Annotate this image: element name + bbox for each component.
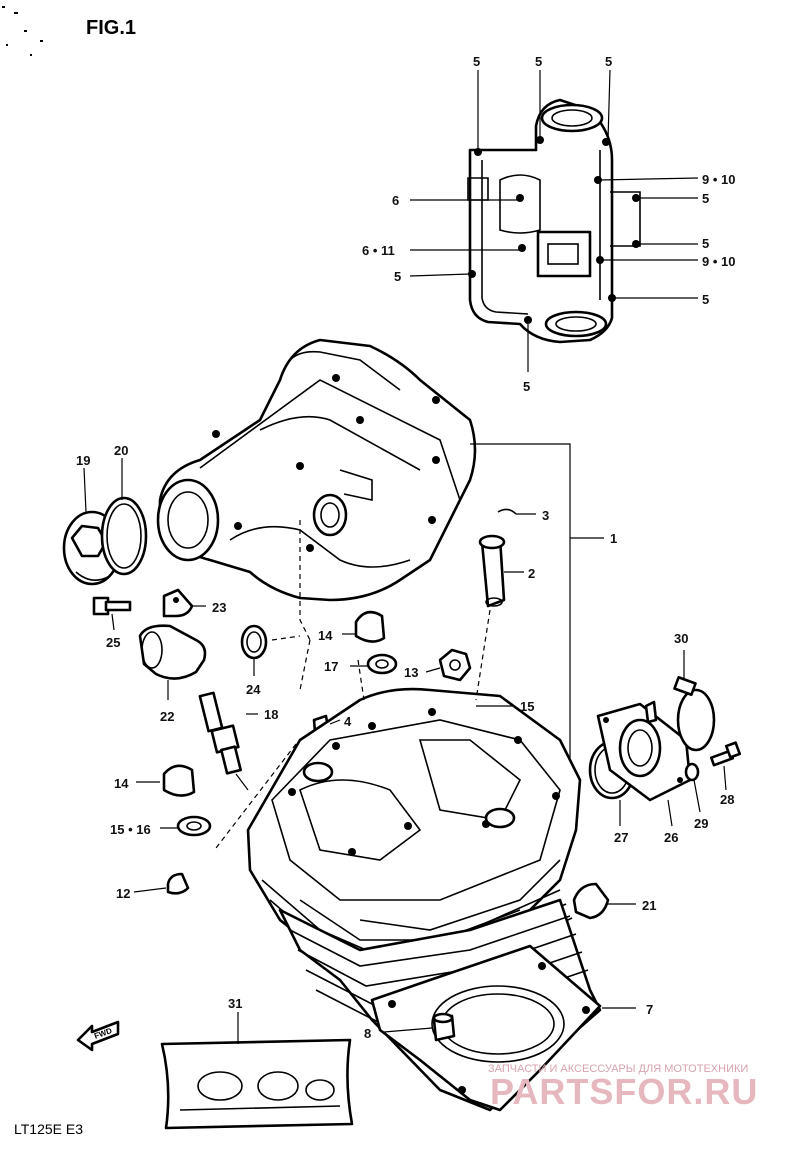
callout-5: 5 <box>702 292 709 307</box>
callout-5: 5 <box>605 54 612 69</box>
plug-21 <box>572 882 610 920</box>
callout-4: 4 <box>344 714 352 729</box>
callout-20: 20 <box>114 443 128 458</box>
callout-15-16: 15 • 16 <box>110 822 151 837</box>
head-cover-gasket <box>467 98 641 344</box>
scan-specks <box>2 6 43 56</box>
acorn-nut-14b <box>162 764 196 797</box>
nut-13 <box>438 648 472 682</box>
bolt-28 <box>709 741 742 767</box>
intake-pipe-26 <box>596 700 692 802</box>
callout-18: 18 <box>264 707 278 722</box>
callout-5: 5 <box>473 54 480 69</box>
callout-22: 22 <box>160 709 174 724</box>
watermark-brand: PARTSFOR.RU <box>490 1071 758 1112</box>
bracket-23 <box>162 588 194 618</box>
cap-22 <box>138 624 207 680</box>
callout-31: 31 <box>228 996 242 1011</box>
leader-lines <box>83 69 727 1044</box>
clamp-30 <box>673 675 716 752</box>
watermark-tagline: ЗАПЧАСТИ И АКСЕССУАРЫ ДЛЯ МОТОТЕХНИКИ <box>488 1063 748 1075</box>
acorn-nut-14a <box>354 610 386 643</box>
gasket-set-31 <box>160 1038 354 1130</box>
callout-5: 5 <box>394 269 401 284</box>
callout-13: 13 <box>404 665 418 680</box>
callout-6: 6 <box>392 193 399 208</box>
callout-1: 1 <box>610 531 617 546</box>
washer-29 <box>684 762 700 782</box>
callout-15: 15 <box>520 699 534 714</box>
callout-23: 23 <box>212 600 226 615</box>
callout-5: 5 <box>702 191 709 206</box>
callout-5: 5 <box>535 54 542 69</box>
callout-14: 14 <box>318 628 333 643</box>
callout-9-10: 9 • 10 <box>702 254 735 269</box>
callout-27: 27 <box>614 830 628 845</box>
callout-labels: 5 5 5 6 6 • 11 5 9 • 10 5 5 9 • 10 5 5 1… <box>76 54 735 1041</box>
callout-3: 3 <box>542 508 549 523</box>
callout-5: 5 <box>702 236 709 251</box>
cap-12 <box>166 872 190 895</box>
callout-28: 28 <box>720 792 734 807</box>
callout-17: 17 <box>324 659 338 674</box>
callout-29: 29 <box>694 816 708 831</box>
callout-2: 2 <box>528 566 535 581</box>
bolt-25 <box>92 596 132 616</box>
callout-8: 8 <box>364 1026 371 1041</box>
figure-title: FIG.1 <box>86 17 136 39</box>
callout-5: 5 <box>523 379 530 394</box>
spark-plug-18 <box>198 691 249 791</box>
model-code: LT125E E3 <box>14 1121 83 1137</box>
callout-26: 26 <box>664 830 678 845</box>
seal-24 <box>240 624 268 660</box>
washer-15-16 <box>176 815 212 837</box>
callout-30: 30 <box>674 631 688 646</box>
callout-12: 12 <box>116 886 130 901</box>
callout-25: 25 <box>106 635 120 650</box>
fwd-arrow-icon: FWD <box>76 1020 120 1052</box>
callout-14: 14 <box>114 776 129 791</box>
callout-24: 24 <box>246 682 261 697</box>
callout-6-11: 6 • 11 <box>362 243 395 258</box>
callout-7: 7 <box>646 1002 653 1017</box>
dowel-8 <box>432 1012 456 1042</box>
o-ring-20 <box>100 496 148 576</box>
clip-3 <box>497 508 517 515</box>
washer-17 <box>366 653 398 675</box>
callout-19: 19 <box>76 453 90 468</box>
cylinder-head-cover <box>156 338 477 602</box>
watermark: ЗАПЧАСТИ И АКСЕССУАРЫ ДЛЯ МОТОТЕХНИКИ PA… <box>488 1063 758 1112</box>
callout-21: 21 <box>642 898 656 913</box>
callout-9-10: 9 • 10 <box>702 172 735 187</box>
valve-guide-2 <box>478 534 506 608</box>
